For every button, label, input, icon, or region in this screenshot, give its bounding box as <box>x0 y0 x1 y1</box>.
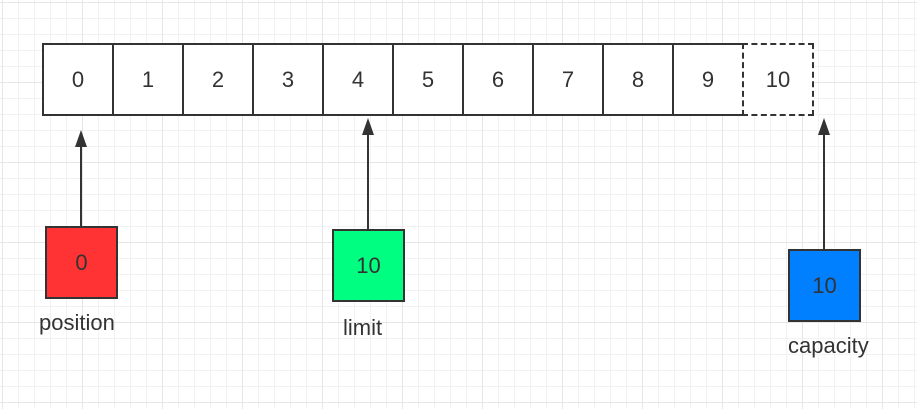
position-label: position <box>39 310 115 335</box>
capacity-box: 10 <box>788 249 861 322</box>
limit-arrow <box>362 118 374 229</box>
buffer-cell-0: 0 <box>42 43 114 116</box>
capacity-arrow <box>818 118 830 249</box>
limit-label: limit <box>343 315 383 340</box>
capacity-label: capacity <box>788 333 869 358</box>
buffer-cell-1: 1 <box>112 43 184 116</box>
buffer-cell-4: 4 <box>322 43 394 116</box>
buffer-cell-6: 6 <box>462 43 534 116</box>
limit-box: 10 <box>332 229 405 302</box>
buffer-cell-7: 7 <box>532 43 604 116</box>
buffer-cell-10: 10 <box>742 43 814 116</box>
buffer-cell-2: 2 <box>182 43 254 116</box>
position-box: 0 <box>45 226 118 299</box>
buffer-cells: 0 1 2 3 4 5 6 7 8 9 10 <box>42 43 814 116</box>
position-arrow <box>75 130 87 226</box>
buffer-cell-8: 8 <box>602 43 674 116</box>
